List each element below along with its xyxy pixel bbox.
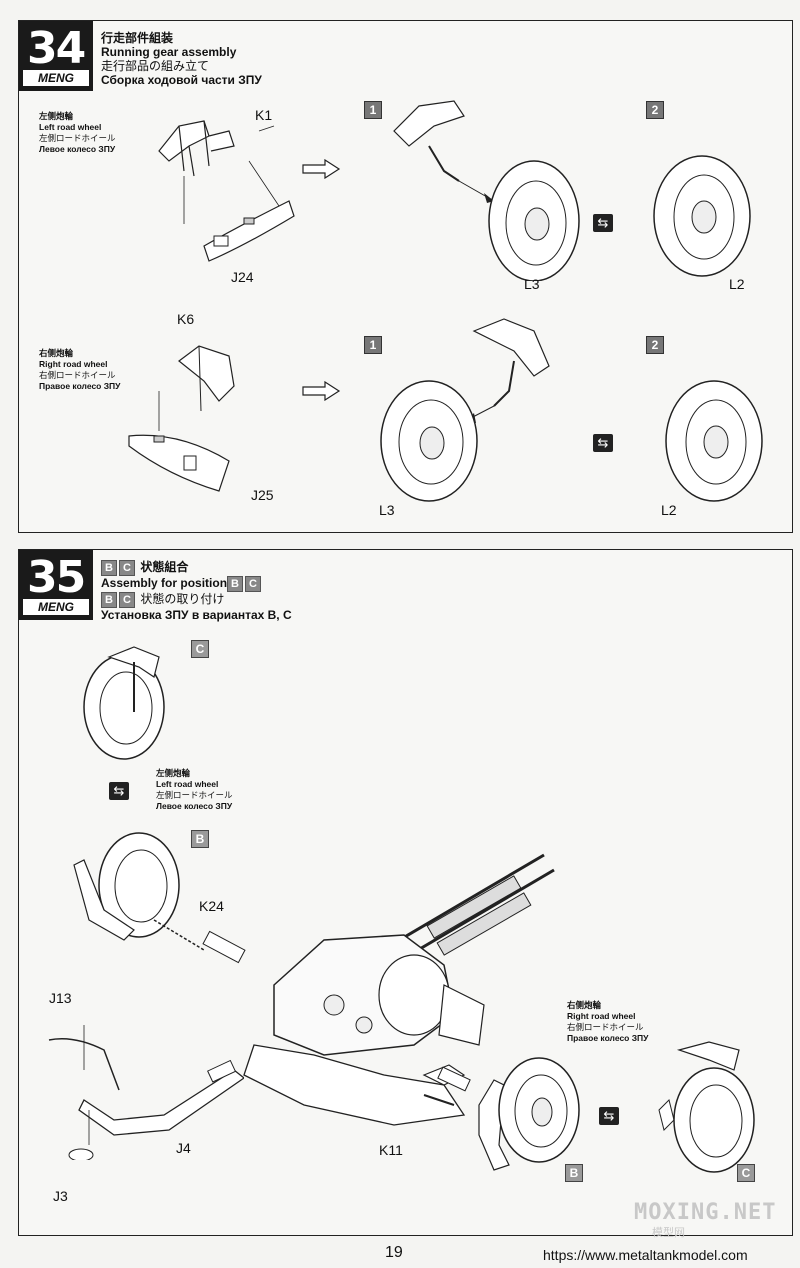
step-number: 35	[27, 552, 86, 603]
part-l2-label-top: L2	[729, 276, 745, 292]
variant-b-left-wheel-drawing	[73, 832, 246, 964]
part-k1-label: K1	[255, 107, 273, 123]
part-j3-label: J3	[53, 1188, 68, 1204]
variant-c-right-wheel-drawing	[658, 1041, 755, 1173]
variant-b-right-wheel-drawing	[422, 1057, 580, 1171]
outline-arrow-icon	[302, 381, 341, 401]
part-j4-label: J4	[176, 1140, 191, 1156]
substep-1: 1	[364, 101, 382, 119]
step-number: 34	[27, 23, 86, 74]
zpu-gun-mount-drawing	[243, 853, 555, 1126]
step-34-badge: 34 MENG	[19, 21, 93, 91]
swap-arrow-icon: ⇆	[593, 434, 613, 452]
towbar-j4-drawing	[48, 1025, 244, 1160]
substep-2: 2	[646, 101, 664, 119]
part-k24-label: K24	[199, 898, 224, 914]
part-k11-label: K11	[379, 1142, 403, 1158]
page-number: 19	[385, 1244, 403, 1261]
variant-b-marker: B	[565, 1164, 583, 1182]
title-en: Assembly for position	[101, 576, 228, 590]
k6-j25-assembly-drawing	[128, 345, 235, 492]
brand-logo: MENG	[23, 599, 89, 615]
k1-j24-assembly-drawing	[158, 120, 295, 262]
step-34-panel: 34 MENG 行走部件組装 Running gear assembly 走行部…	[18, 20, 793, 533]
variant-tag-b: B	[101, 560, 117, 576]
left-wheel-l3-drawing	[393, 100, 580, 281]
part-j24-label: J24	[231, 269, 254, 285]
variant-b-marker: B	[191, 830, 209, 848]
right-wheel-l2-drawing	[665, 380, 763, 502]
watermark-subtext: 模型网	[652, 1227, 685, 1239]
swap-arrow-icon: ⇆	[109, 782, 129, 800]
variant-c-left-wheel-drawing	[83, 646, 165, 760]
right-wheel-note: 右侧炮輪 Right road wheel 右側ロードホイール Правое к…	[567, 1000, 649, 1043]
part-l2-label-bottom: L2	[661, 502, 677, 518]
variant-tag-c: C	[119, 560, 135, 576]
title-ru: Установка ЗПУ в вариантах В, С	[101, 608, 292, 622]
variant-c-marker: C	[191, 640, 209, 658]
swap-arrow-icon: ⇆	[593, 214, 613, 232]
part-j25-label: J25	[251, 487, 274, 503]
title-ja: 走行部品の組み立て	[101, 59, 210, 73]
substep-1: 1	[364, 336, 382, 354]
step-34-header: 行走部件組装 Running gear assembly 走行部品の組み立て С…	[101, 31, 262, 87]
swap-arrow-icon: ⇆	[599, 1107, 619, 1125]
title-ja: 状態の取り付け	[140, 592, 225, 606]
part-k6-label: K6	[177, 311, 195, 327]
watermark-text: MOXING.NET	[634, 1200, 777, 1225]
left-wheel-l2-drawing	[653, 155, 751, 277]
right-wheel-note: 右侧炮輪 Right road wheel 右側ロードホイール Правое к…	[39, 348, 121, 391]
title-zh: 行走部件組装	[101, 31, 174, 45]
brand-logo: MENG	[23, 70, 89, 86]
part-l3-label-bottom: L3	[379, 502, 395, 518]
part-l3-label-top: L3	[524, 276, 540, 292]
left-wheel-note: 左侧炮輪 Left road wheel 左側ロードホイール Левое кол…	[39, 111, 116, 154]
title-zh: 状態組合	[140, 560, 189, 574]
website-url: https://www.metaltankmodel.com	[543, 1247, 748, 1263]
variant-c-marker: C	[737, 1164, 755, 1182]
title-ru: Сборка ходовой части ЗПУ	[101, 73, 262, 87]
title-en: Running gear assembly	[101, 45, 237, 59]
substep-2: 2	[646, 336, 664, 354]
outline-arrow-icon	[302, 159, 341, 179]
left-wheel-note: 左侧炮輪 Left road wheel 左側ロードホイール Левое кол…	[156, 768, 233, 811]
part-j13-label: J13	[49, 990, 72, 1006]
right-wheel-l3-drawing	[380, 318, 550, 502]
step-35-badge: 35 MENG	[19, 550, 93, 620]
